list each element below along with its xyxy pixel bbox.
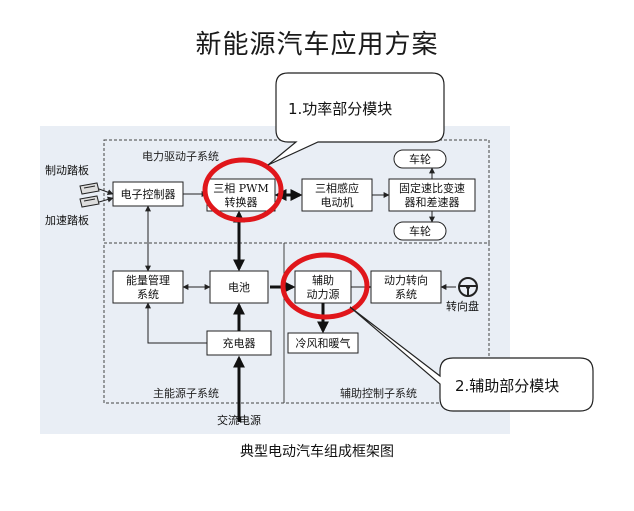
aux-power-label-1: 辅助: [312, 273, 334, 287]
power-steering-label-1: 动力转向: [384, 273, 428, 287]
power-callout-text: 1.功率部分模块: [288, 100, 393, 118]
wheel-top-label: 车轮: [409, 152, 431, 166]
wheel-bottom-block: [393, 221, 447, 241]
gearbox-label-1: 固定速比变速: [399, 181, 465, 195]
aux-module-highlight: [280, 252, 370, 320]
wheel-top-block: [393, 149, 447, 169]
diagram-caption: 典型电动汽车组成框架图: [240, 444, 394, 460]
ac-power-label: 交流电源: [217, 413, 261, 427]
power-module-highlight: [202, 157, 284, 223]
pwm-inverter-label-2: 转换器: [225, 195, 258, 209]
pwm-inverter-label-1: 三相 PWM: [213, 182, 268, 195]
induction-motor-label-2: 电动机: [321, 195, 354, 209]
hvac-label: 冷风和暖气: [296, 336, 351, 350]
brake-pedal-label: 制动踏板: [45, 163, 89, 177]
main-energy-subsystem-region: [103, 242, 285, 404]
accel-pedal-label: 加速踏板: [45, 213, 89, 227]
induction-motor-block: [301, 178, 373, 212]
gearbox-differential-block: [388, 178, 476, 212]
aux-callout-balloon: [349, 306, 594, 412]
main-energy-subsystem-label: 主能源子系统: [153, 386, 219, 400]
brake-pedal-icon: [79, 182, 100, 195]
drive-subsystem-label: 电力驱动子系统: [142, 150, 219, 163]
power-callout-balloon: [267, 72, 445, 166]
accel-pedal-icon: [79, 195, 100, 208]
charger-label: 充电器: [223, 336, 256, 350]
steering-wheel-label: 转向盘: [446, 299, 479, 313]
electronic-controller-label: 电子控制器: [121, 187, 176, 201]
power-steering-label-2: 系统: [395, 288, 417, 301]
battery-label: 电池: [228, 281, 250, 294]
slide-title: 新能源汽车应用方案: [195, 30, 439, 60]
energy-management-block: [112, 270, 184, 304]
steering-wheel-icon: [458, 277, 478, 297]
energy-management-label-1: 能量管理: [126, 273, 170, 287]
wheel-bottom-label: 车轮: [409, 224, 431, 238]
aux-control-subsystem-region: [283, 242, 490, 404]
aux-control-subsystem-label: 辅助控制子系统: [340, 386, 417, 400]
aux-power-label-2: 动力源: [307, 287, 340, 301]
energy-management-label-2: 系统: [137, 288, 159, 301]
gearbox-label-2: 器和差速器: [405, 195, 460, 209]
aux-callout-text: 2.辅助部分模块: [455, 377, 560, 395]
induction-motor-label-1: 三相感应: [315, 181, 359, 195]
